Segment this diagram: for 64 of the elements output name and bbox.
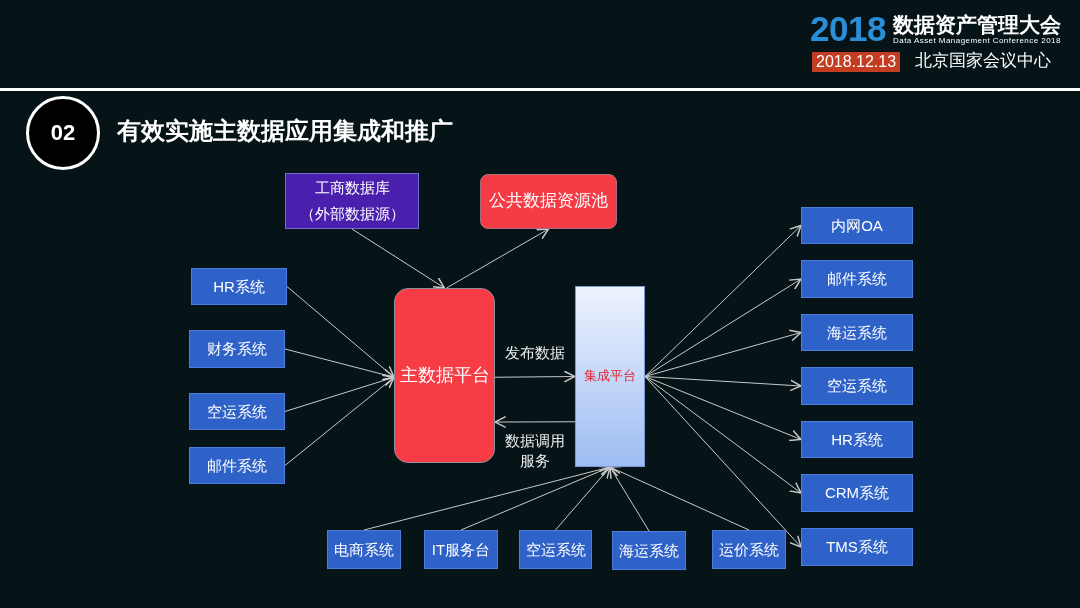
- node-label: 工商数据库（外部数据源）: [298, 177, 406, 224]
- system-box: [612, 531, 686, 570]
- system-box: [801, 474, 913, 512]
- arrow: [494, 370, 576, 383]
- section-number: 02: [50, 118, 76, 147]
- arrow: [644, 278, 802, 377]
- node-label: 公共数据资源池: [489, 190, 608, 213]
- arrow: [351, 228, 446, 289]
- system-box: [327, 530, 401, 569]
- node-label: 内网OA: [831, 215, 883, 236]
- system-box: [801, 367, 913, 405]
- node-label: 主数据平台: [399, 363, 490, 387]
- node-label: 电商系统: [334, 539, 394, 560]
- system-box: [801, 207, 913, 244]
- system-box: [519, 530, 592, 569]
- arrow: [284, 374, 395, 412]
- arrow: [494, 415, 576, 429]
- arrow: [644, 376, 802, 548]
- arrow: [644, 329, 802, 377]
- node-label: 空运系统: [207, 401, 267, 422]
- node-label: 邮件系统: [827, 269, 887, 289]
- arrow: [644, 376, 802, 392]
- node-label: 财务系统: [207, 339, 267, 359]
- arrow: [609, 465, 750, 531]
- system-box: [801, 314, 913, 351]
- arrow: [609, 466, 650, 532]
- system-box: [189, 393, 285, 430]
- slide-title: 有效实施主数据应用集成和推广: [117, 117, 453, 146]
- system-box: [191, 268, 287, 305]
- system-box: [801, 260, 913, 298]
- system-box: [712, 530, 786, 569]
- year-label: 2018: [810, 9, 886, 50]
- venue-label: 北京国家会议中心: [915, 51, 1051, 71]
- node-label: HR系统: [831, 429, 883, 450]
- node-label: 运价系统: [719, 539, 779, 560]
- arrow: [460, 465, 611, 531]
- resource-pool-box: [480, 174, 617, 229]
- conference-subtitle: Data Asset Management Conference 2018: [893, 36, 1061, 46]
- system-box: [424, 530, 498, 569]
- node-label: 集成平台: [584, 368, 636, 385]
- arrow: [446, 228, 550, 289]
- conference-title: 数据资产管理大会: [893, 13, 1061, 38]
- platform-box: [575, 286, 645, 467]
- node-label: 空运系统: [827, 376, 887, 396]
- arrow: [284, 376, 395, 466]
- arrow: [286, 286, 395, 378]
- platform-box: [394, 288, 495, 463]
- node-label: TMS系统: [826, 537, 888, 557]
- node-label: 海运系统: [827, 322, 887, 343]
- data-source-box: [285, 173, 419, 229]
- node-label: CRM系统: [824, 483, 890, 503]
- system-box: [189, 447, 285, 484]
- date-label: 2018.12.13: [812, 52, 901, 73]
- arrow: [555, 466, 611, 531]
- node-label: HR系统: [213, 276, 265, 297]
- system-box: [801, 421, 913, 458]
- node-label: IT服务台: [431, 539, 491, 560]
- arrow: [644, 376, 802, 442]
- system-box: [801, 528, 913, 566]
- node-label: 空运系统: [525, 539, 586, 560]
- node-label: 海运系统: [619, 540, 679, 561]
- node-label: 邮件系统: [207, 455, 267, 476]
- system-box: [189, 330, 285, 368]
- arrow: [644, 224, 802, 377]
